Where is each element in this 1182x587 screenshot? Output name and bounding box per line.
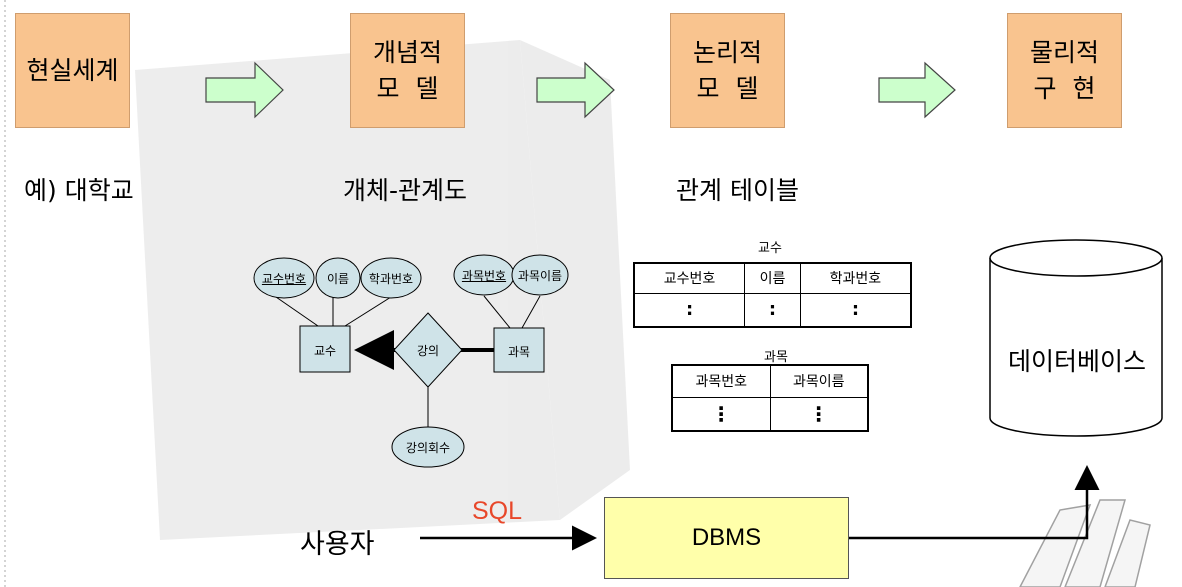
attr-ellipse xyxy=(253,257,315,299)
table-professor: 교수번호 이름 학과번호 : : : xyxy=(633,262,912,328)
caption-er-diagram: 개체-관계도 xyxy=(343,176,468,205)
attr-name: 이름 xyxy=(326,272,350,286)
table-header: 교수번호 xyxy=(633,262,746,294)
attr-prof-id: 교수번호 xyxy=(261,272,307,286)
relationship-diamond xyxy=(393,312,463,388)
attr-ellipse xyxy=(360,257,422,299)
table-course: 과목번호 과목이름 ⋮ ⋮ xyxy=(671,364,869,432)
stage-line: 모 델 xyxy=(696,73,759,103)
stage-box-conceptual-model: 개념적 모 델 xyxy=(350,13,465,128)
table-cell: ⋮ xyxy=(671,396,771,432)
table-cell: : xyxy=(633,292,746,328)
entity-professor: 교수 xyxy=(313,344,337,358)
entity-course: 과목 xyxy=(507,345,531,359)
caption-relation-table: 관계 테이블 xyxy=(676,176,799,205)
attr-ellipse xyxy=(391,426,465,468)
entity-rect xyxy=(493,327,545,373)
stage-line: 현실세계 xyxy=(26,55,119,85)
attr-ellipse xyxy=(511,254,569,296)
table-cell: : xyxy=(799,292,912,328)
dbms-box: DBMS xyxy=(604,497,849,579)
stage-box-logical-model: 논리적 모 델 xyxy=(670,13,785,128)
sql-label: SQL xyxy=(472,497,523,525)
relationship-lecture: 강의 xyxy=(416,344,440,358)
entity-rect xyxy=(299,325,351,373)
stage-line: 모 델 xyxy=(376,73,439,103)
attr-dept-id: 학과번호 xyxy=(368,272,414,286)
attr-course-id: 과목번호 xyxy=(461,269,507,283)
database-label: 데이터베이스 xyxy=(1007,347,1146,376)
database-cylinder-icon xyxy=(989,239,1163,437)
table-header: 과목이름 xyxy=(769,364,869,398)
stage-line: 구 현 xyxy=(1033,73,1096,103)
stage-box-real-world: 현실세계 xyxy=(15,13,130,128)
table-header: 과목번호 xyxy=(671,364,771,398)
stage-line: 개념적 xyxy=(372,37,442,67)
arrow-right-icon xyxy=(205,61,284,119)
arrow-right-icon xyxy=(536,61,615,119)
stage-box-physical-implementation: 물리적 구 현 xyxy=(1007,13,1122,128)
user-label: 사용자 xyxy=(300,529,375,560)
table-course-title: 과목 xyxy=(764,350,788,365)
table-cell: ⋮ xyxy=(769,396,869,432)
attr-lecture-count: 강의회수 xyxy=(405,441,451,455)
stage-line: 물리적 xyxy=(1029,37,1099,67)
table-professor-title: 교수 xyxy=(758,241,782,256)
stage-line: 논리적 xyxy=(692,37,762,67)
attr-ellipse xyxy=(315,257,361,299)
stage-arrows xyxy=(205,61,956,119)
table-cell: : xyxy=(744,292,801,328)
book-stack-icon xyxy=(1019,499,1151,587)
table-header: 이름 xyxy=(744,262,801,294)
arrow-right-icon xyxy=(878,61,956,119)
caption-example: 예) 대학교 xyxy=(24,176,134,205)
attr-course-name: 과목이름 xyxy=(517,269,563,283)
